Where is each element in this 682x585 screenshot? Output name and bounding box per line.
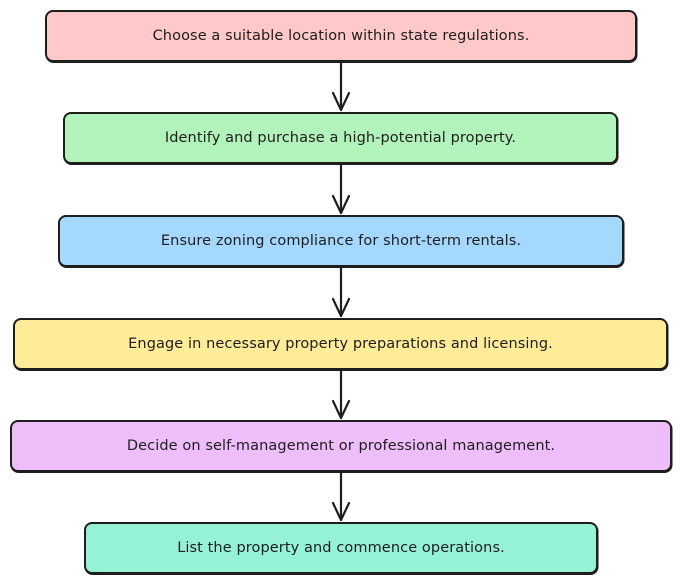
step-zoning-compliance: Ensure zoning compliance for short-term … [58,215,624,267]
step-list-property: List the property and commence operation… [84,522,598,574]
arrow-step-3-to-4 [331,265,351,318]
step-label: Identify and purchase a high-potential p… [164,130,517,146]
step-preparations-licensing: Engage in necessary property preparation… [13,318,668,370]
arrow-step-5-to-6 [331,470,351,522]
step-choose-location: Choose a suitable location within state … [45,10,637,62]
step-label: Choose a suitable location within state … [152,28,530,44]
step-label: Engage in necessary property preparation… [128,336,553,352]
step-label: List the property and commence operation… [177,540,505,556]
step-purchase-property: Identify and purchase a high-potential p… [63,112,618,164]
step-management-decision: Decide on self-management or professiona… [10,420,672,472]
step-label: Ensure zoning compliance for short-term … [160,233,522,249]
arrow-step-2-to-3 [331,162,351,215]
step-label: Decide on self-management or professiona… [126,438,556,454]
arrow-step-1-to-2 [331,60,351,112]
arrow-step-4-to-5 [331,368,351,420]
